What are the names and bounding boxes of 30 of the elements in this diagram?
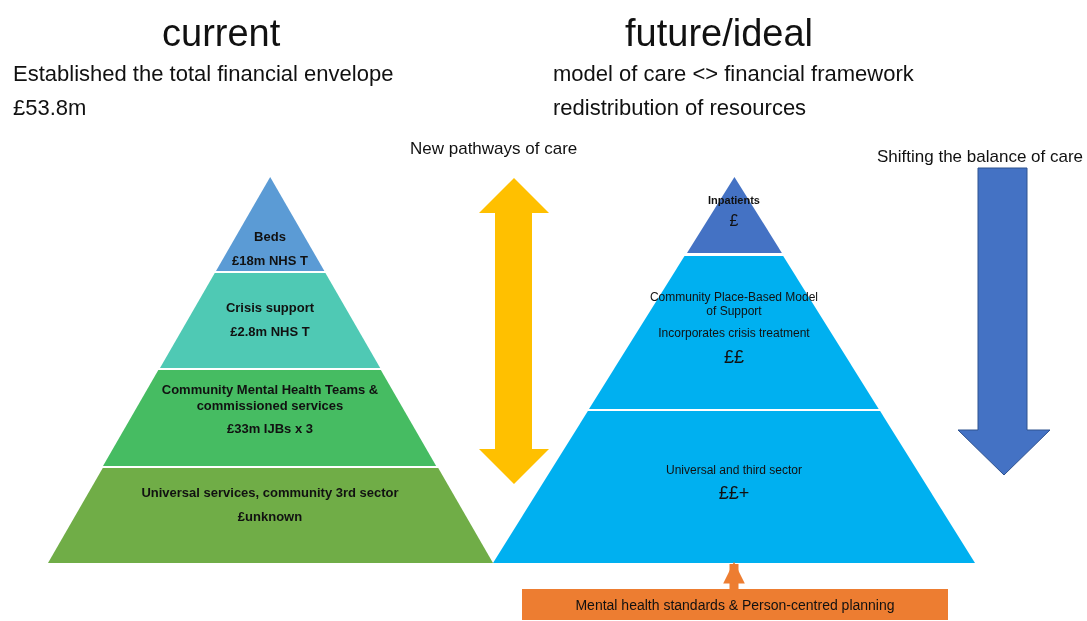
subtitle: £53.8m: [13, 95, 87, 121]
subtitle: model of care <> financial framework: [553, 61, 914, 87]
tier-text: Universal and third sector: [665, 463, 803, 478]
arrow-caption: New pathways of care: [410, 138, 579, 160]
banner: Mental health standards & Person-centred planning: [522, 589, 948, 620]
subtitle: Established the total financial envelope: [13, 61, 394, 87]
pyramid-tier: [47, 468, 493, 563]
pyramid-tier: [589, 256, 879, 409]
column-heading: future/ideal: [625, 12, 813, 55]
tier-text: £2.8m NHS T: [230, 323, 310, 340]
pyramid-tier: [103, 370, 437, 466]
pyramid-tier: [493, 411, 975, 563]
pyramid-tier: [159, 273, 381, 368]
pyramid-tier: [215, 177, 325, 271]
subtitle: redistribution of resources: [553, 95, 807, 121]
tier-text: Community Mental Health Teams & commissioned services: [160, 382, 380, 414]
tier-text: £unknown: [237, 508, 303, 525]
pyramid-tier: [686, 177, 782, 253]
tier-text: ££+: [718, 483, 750, 505]
column-heading: current: [162, 12, 281, 55]
arrow: [723, 561, 745, 589]
tier-text: £33m IJBs x 3: [227, 421, 313, 437]
tier-text: Crisis support: [225, 300, 315, 316]
tier-text: Beds: [254, 229, 286, 245]
tier-text: Universal services, community 3rd sector: [141, 485, 399, 501]
arrow-caption: Shifting the balance of care: [877, 146, 1085, 168]
tier-text: £18m NHS T: [232, 252, 308, 269]
tier-text: ££: [723, 347, 744, 369]
tier-text: £: [729, 211, 739, 231]
tier-text: Incorporates crisis treatment: [658, 325, 810, 341]
